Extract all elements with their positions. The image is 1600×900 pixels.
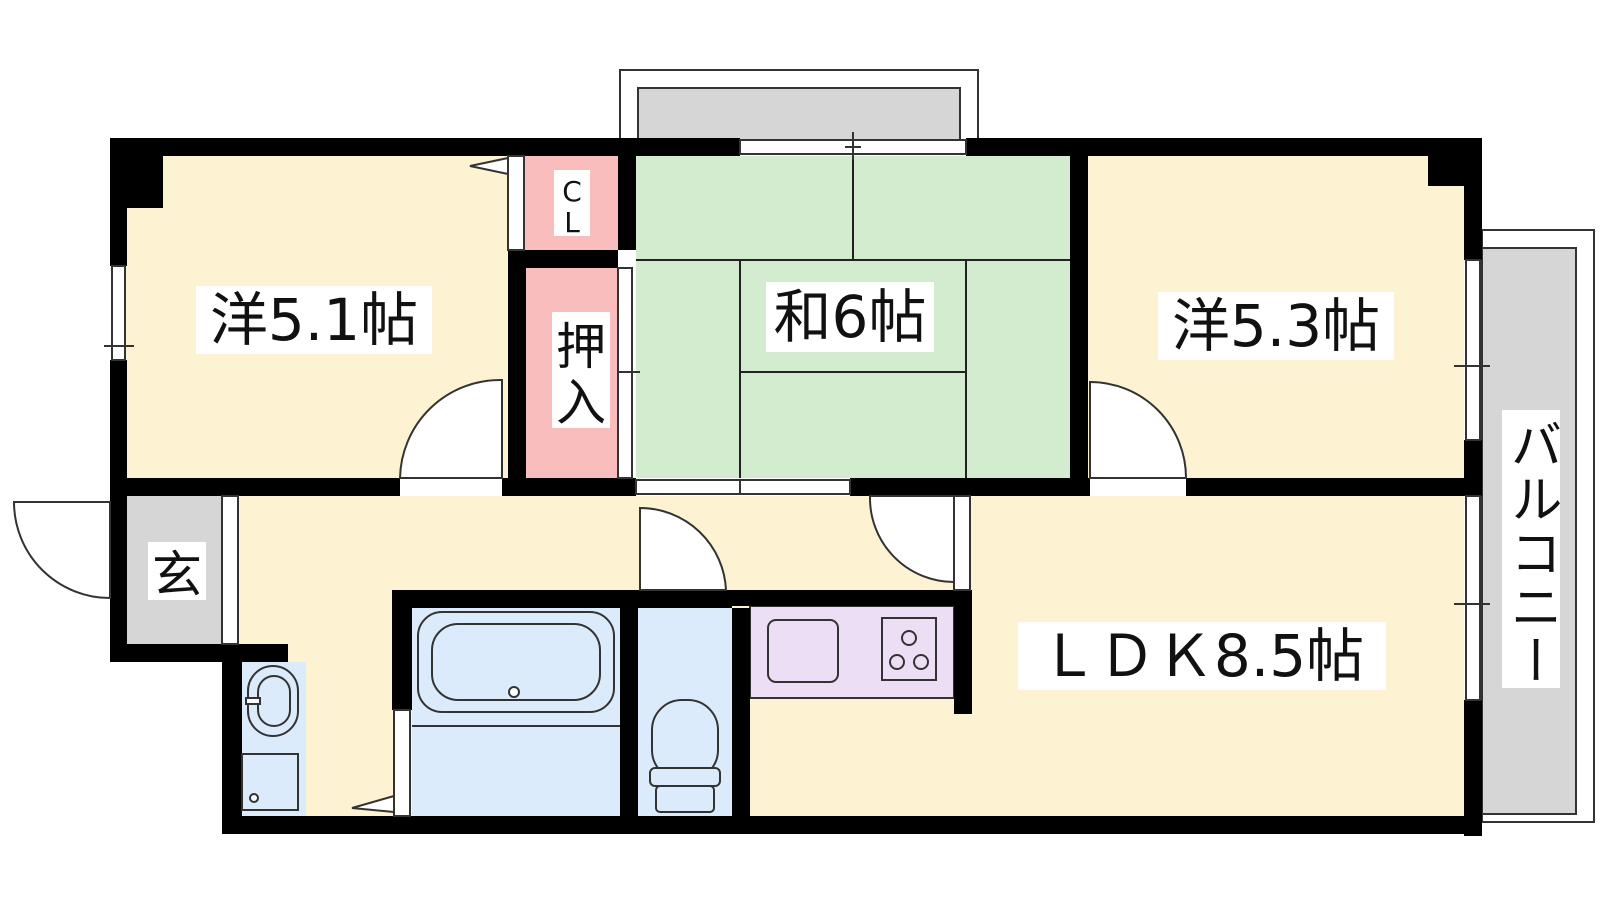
doors [12, 155, 1188, 817]
entrance-label: 玄 [152, 546, 202, 604]
western-room-2-label: 洋5.3帖 [1172, 292, 1380, 360]
balcony-label: バルコニー [1501, 418, 1561, 688]
western-room-1-label: 洋5.1帖 [210, 286, 418, 354]
tatami-lines [636, 156, 1070, 478]
walls [110, 138, 1482, 836]
oshiire-label-top: 押 [556, 318, 606, 376]
washbasin [241, 665, 299, 811]
toilet [649, 699, 721, 813]
top-balcony [619, 69, 979, 141]
windows [104, 132, 1490, 701]
kitchen-sink [767, 619, 839, 683]
japanese-room-label: 和6帖 [774, 283, 927, 351]
bathtub [412, 611, 620, 727]
closet-label-bottom: L [564, 206, 580, 239]
ldk-label: ＬＤＫ8.5帖 [1040, 622, 1364, 690]
stove-icon [881, 617, 937, 681]
closet-label-top: C [562, 175, 582, 208]
oshiire-label-bottom: 入 [556, 374, 606, 432]
